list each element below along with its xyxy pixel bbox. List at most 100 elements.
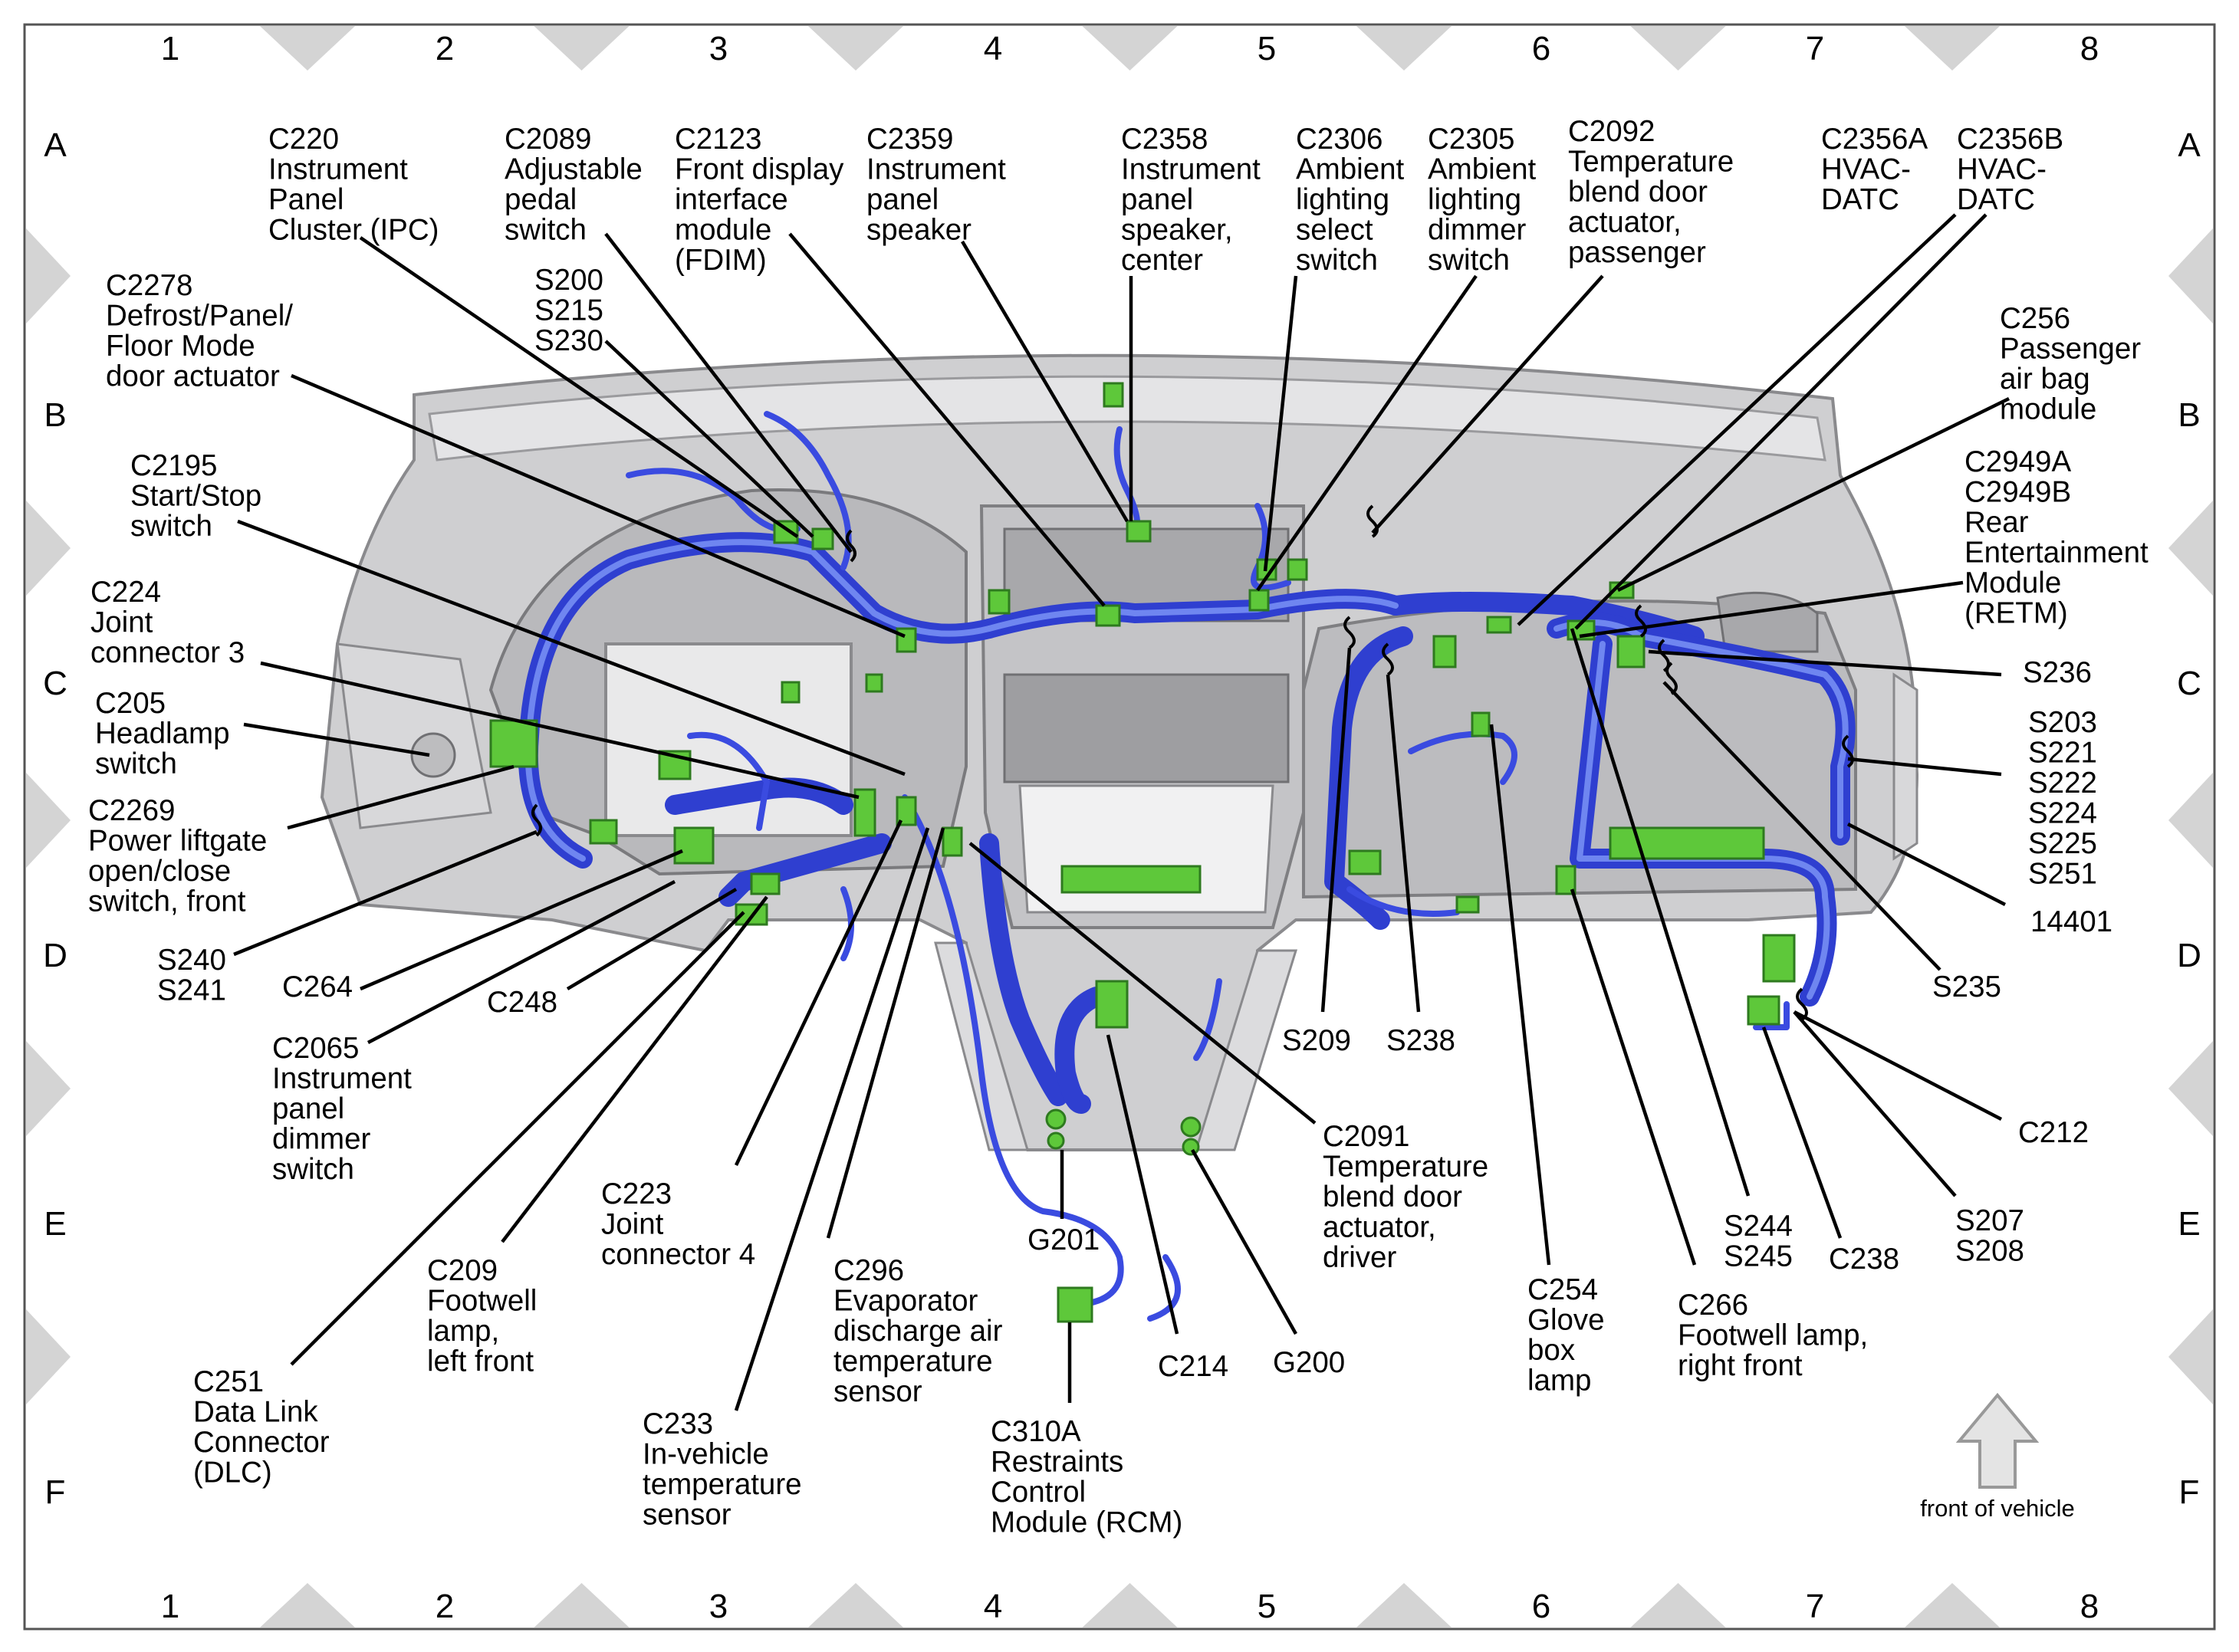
callout-line: S200	[534, 264, 603, 297]
callout-line: lamp,	[427, 1315, 499, 1348]
connectors	[489, 382, 1796, 1323]
grid-column-label: 2	[436, 30, 454, 67]
splice-symbols	[531, 504, 1854, 1021]
callout-line: S221	[2028, 737, 2097, 770]
callout-line: G201	[1027, 1223, 1100, 1256]
callout-line: switch	[272, 1153, 354, 1186]
callout-line: Ambient	[1428, 153, 1537, 186]
callout-line: C256	[2000, 302, 2070, 335]
grid-marker	[1356, 26, 1452, 71]
callout-line: right front	[1678, 1349, 1803, 1382]
callout-line: Connector	[193, 1426, 330, 1459]
callout-line: In-vehicle	[643, 1438, 769, 1471]
callout-line: speaker,	[1121, 214, 1233, 247]
callout-s238: S238	[1386, 1024, 1455, 1057]
callout-line: Headlamp	[95, 718, 230, 750]
grid-column-label: 4	[984, 30, 1002, 67]
callout-line: C266	[1678, 1289, 1748, 1322]
grid-row-label: E	[44, 1205, 66, 1243]
callout-p14401: 14401	[2030, 905, 2112, 938]
callout-line: C2949A	[1964, 445, 2071, 478]
callout-line: S235	[1932, 971, 2001, 1003]
callout-line: left front	[427, 1345, 534, 1378]
callout-line: C205	[95, 687, 166, 720]
callout-line: Glove	[1527, 1304, 1605, 1337]
callout-line: module	[2000, 393, 2096, 426]
callout-line: C296	[833, 1254, 904, 1287]
callout-line: S241	[157, 974, 226, 1007]
callout-s235: S235	[1932, 971, 2001, 1003]
callout-line: box	[1527, 1334, 1575, 1367]
grid-column-label: 4	[984, 1588, 1002, 1625]
callout-line: S222	[2028, 767, 2097, 800]
grid-column-label: 1	[161, 30, 179, 67]
callout-line: speaker	[866, 214, 972, 247]
grid-marker	[2168, 1309, 2213, 1404]
callout-line: panel	[1121, 183, 1193, 216]
callout-line: C254	[1527, 1273, 1598, 1306]
grid-marker	[1356, 1583, 1452, 1627]
callout-line: Instrument	[866, 153, 1006, 186]
callout-line: C2123	[675, 123, 761, 156]
callout-line: air bag	[2000, 363, 2090, 396]
grid-marker	[1082, 1583, 1178, 1627]
callout-line: C2358	[1121, 123, 1208, 156]
callout-line: (FDIM)	[675, 244, 767, 277]
callout-line: C214	[1158, 1350, 1228, 1383]
callout-line: lighting	[1296, 183, 1389, 216]
callout-c248: C248	[487, 986, 557, 1019]
callout-line: S251	[2028, 858, 2097, 891]
callout-line: S230	[534, 324, 603, 357]
grid-row-label: D	[2177, 937, 2201, 974]
grid-column-label: 8	[2080, 1588, 2099, 1625]
callout-line: HVAC-	[1957, 153, 2047, 186]
callout-line: Ambient	[1296, 153, 1405, 186]
callout-line: Floor Mode	[106, 330, 255, 363]
callout-line: S245	[1724, 1240, 1793, 1273]
grid-marker	[26, 1041, 71, 1136]
callout-line: C223	[601, 1177, 672, 1210]
grid-marker	[2168, 773, 2213, 868]
callout-line: Instrument	[268, 153, 408, 186]
callout-line: Instrument	[272, 1062, 412, 1095]
callout-line: door actuator	[106, 360, 280, 393]
callout-line: switch	[130, 510, 212, 543]
callout-line: S240	[157, 944, 226, 977]
callout-line: C2269	[88, 794, 175, 827]
callout-line: Temperature	[1323, 1151, 1488, 1184]
grid-marker	[26, 501, 71, 596]
callout-line: (RETM)	[1964, 597, 2068, 630]
callout-line: C212	[2018, 1116, 2089, 1149]
callout-line: C2195	[130, 449, 217, 482]
callout-line: Module (RCM)	[991, 1506, 1182, 1539]
callout-line: select	[1296, 214, 1373, 247]
callout-line: Joint	[601, 1208, 664, 1241]
grid-column-label: 3	[709, 1588, 728, 1625]
callout-line: module	[675, 214, 771, 247]
grid-marker	[26, 1309, 71, 1404]
grid-marker	[26, 773, 71, 868]
callout-line: DATC	[1821, 183, 1899, 216]
grid-marker	[1630, 26, 1726, 71]
callout-line: Joint	[90, 606, 153, 639]
grid-column-label: 7	[1806, 30, 1824, 67]
grid-row-label: C	[43, 665, 67, 702]
callout-line: actuator,	[1323, 1211, 1436, 1244]
ground-points	[1045, 1108, 1202, 1156]
